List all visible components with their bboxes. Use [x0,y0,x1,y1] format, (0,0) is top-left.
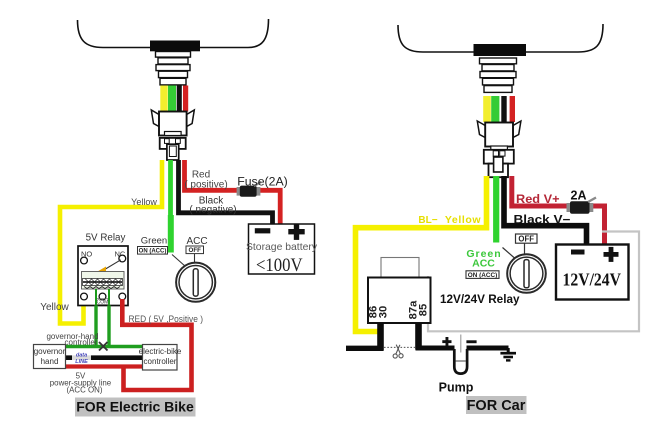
svg-text:BL−: BL− [418,215,437,226]
svg-text:2A: 2A [571,189,587,203]
svg-text:12V/24V: 12V/24V [563,270,622,290]
svg-text:Pump: Pump [439,381,474,395]
svg-text:( negative): ( negative) [189,205,236,216]
svg-text:LINE: LINE [75,359,88,365]
svg-text:power-supply line: power-supply line [50,379,112,388]
svg-text:Green: Green [466,248,501,260]
svg-text:<100V: <100V [256,255,303,276]
svg-text:( positive): ( positive) [184,180,227,191]
svg-text:Fuse(2A): Fuse(2A) [237,175,288,189]
svg-text:Black: Black [199,196,224,207]
svg-text:ACC: ACC [186,236,207,247]
svg-text:data: data [76,353,87,359]
svg-text:controller: controller [65,338,98,347]
svg-text:ACC: ACC [472,258,495,270]
svg-text:FOR Car: FOR Car [467,398,526,414]
svg-text:Red: Red [192,170,210,181]
svg-text:electric-bike: electric-bike [139,347,182,356]
svg-text:NO: NO [81,250,92,259]
svg-text:Yellow: Yellow [40,302,69,313]
svg-text:OFF: OFF [518,234,534,243]
svg-text:ON (ACC): ON (ACC) [468,272,497,279]
svg-text:COM: COM [97,299,109,305]
svg-text:governor: governor [34,347,66,356]
svg-text:NC: NC [115,250,126,259]
svg-text:RED ( 5V ,Positive ): RED ( 5V ,Positive ) [129,314,204,324]
svg-text:Yellow: Yellow [445,214,482,226]
svg-text:OFF: OFF [189,247,202,254]
svg-text:5V: 5V [76,372,86,381]
svg-text:FOR Electric Bike: FOR Electric Bike [76,399,194,415]
svg-text:12V/24V Relay: 12V/24V Relay [440,293,520,306]
svg-text:5V Relay: 5V Relay [86,233,126,244]
svg-text:85: 85 [418,304,430,316]
svg-text:Black V−: Black V− [514,213,571,227]
svg-text:Green: Green [141,236,167,247]
svg-text:30: 30 [378,306,390,318]
svg-text:Red V+: Red V+ [516,192,560,206]
svg-text:governor-hand: governor-hand [46,332,98,341]
svg-text:ON (ACC): ON (ACC) [139,249,167,255]
svg-text:86: 86 [368,306,380,318]
svg-text:(ACC ON): (ACC ON) [67,386,103,395]
svg-text:hand: hand [41,357,59,366]
svg-text:Storage battery: Storage battery [246,242,318,253]
svg-text:controller: controller [144,357,177,366]
svg-text:Yellow: Yellow [131,197,157,207]
svg-text:87a: 87a [408,300,420,319]
